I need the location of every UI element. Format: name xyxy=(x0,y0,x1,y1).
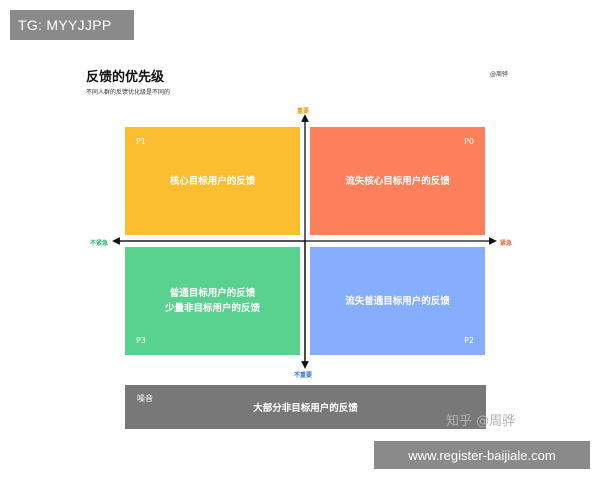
axis-label-urgent: 紧急 xyxy=(500,240,513,247)
author-credit: @周骅 xyxy=(490,71,509,78)
watermark-bottom: www.register-baijiale.com xyxy=(374,441,590,469)
noise-tag: 噪音 xyxy=(137,394,153,403)
quadrant-p2: P2 流失普通目标用户的反馈 xyxy=(310,247,485,355)
quadrant-p3: P3 普通目标用户的反馈 少量非目标用户的反馈 xyxy=(125,247,300,355)
axis-label-unimportant: 不重要 xyxy=(294,372,313,379)
quadrant-p0: P0 流失核心目标用户的反馈 xyxy=(310,127,485,235)
quadrant-p1: P1 核心目标用户的反馈 xyxy=(125,127,300,235)
quadrant-text: 核心目标用户的反馈 xyxy=(169,175,256,187)
noise-text: 大部分非目标用户的反馈 xyxy=(253,403,358,414)
quadrant-tag: P1 xyxy=(136,137,146,146)
quadrant-text-line-2: 少量非目标用户的反馈 xyxy=(164,303,260,314)
quadrant-text: 流失核心目标用户的反馈 xyxy=(345,175,450,187)
zhihu-watermark: 知乎 @周骅 xyxy=(446,414,516,429)
axis-label-non-urgent: 不紧急 xyxy=(90,240,109,247)
watermark-top: TG: MYYJJPP xyxy=(10,10,134,40)
page-title: 反馈的优先级 xyxy=(86,70,165,85)
quadrant-tag: P2 xyxy=(464,336,474,345)
axis-label-important: 重要 xyxy=(297,108,310,115)
quadrant-text: 流失普通目标用户的反馈 xyxy=(345,295,450,307)
noise-box: 噪音 大部分非目标用户的反馈 xyxy=(125,385,486,429)
page-subtitle: 不同人群的反馈优化级是不同的 xyxy=(86,89,171,96)
quadrant-tag: P0 xyxy=(464,137,474,146)
quadrant-tag: P3 xyxy=(136,336,146,345)
quadrant-text-line-1: 普通目标用户的反馈 xyxy=(169,288,256,299)
